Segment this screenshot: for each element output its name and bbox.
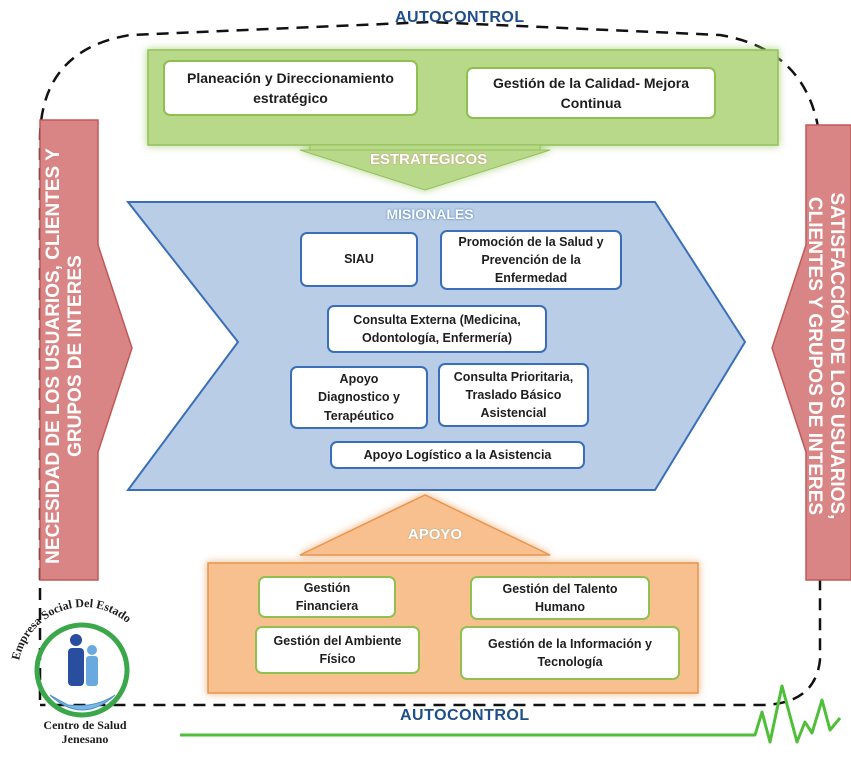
support-arrow [299, 494, 551, 556]
support-item-ambiente-fisico: Gestión del Ambiente Físico [255, 626, 420, 674]
heartbeat-line [180, 684, 842, 744]
support-item-talento-humano: Gestión del Talento Humano [470, 576, 650, 620]
support-label: APOYO [407, 526, 463, 543]
missional-label: MISIONALES [386, 206, 474, 222]
right-arrow-text: SATISFACCIÓN DE LOS USUARIOS, CLIENTES Y… [804, 192, 847, 520]
missional-item-promocion: Promoción de la Salud y Prevención de la… [440, 230, 622, 290]
logo-graphic [34, 622, 130, 718]
autocontrol-top-label: AUTOCONTROL [395, 9, 525, 26]
missional-item-consulta-prioritaria: Consulta Prioritaria, Traslado Básico As… [438, 363, 589, 427]
strategic-label: ESTRATEGICOS [370, 151, 488, 168]
missional-item-apoyo-logistico: Apoyo Logístico a la Asistencia [330, 441, 585, 469]
missional-item-siau: SIAU [300, 232, 418, 287]
left-arrow-text: NECESIDAD DE LOS USUARIOS, CLIENTES Y GR… [43, 148, 86, 564]
missional-item-apoyo-diagnostico: Apoyo Diagnostico y Terapéutico [290, 366, 428, 429]
svg-text:Empresa Social Del Estado: Empresa Social Del Estado [8, 596, 134, 662]
strategic-item-calidad: Gestión de la Calidad- Mejora Continua [466, 67, 716, 119]
logo-name: Centro de Salud Jenesano [43, 718, 127, 747]
autocontrol-bottom-label: AUTOCONTROL [400, 707, 530, 725]
strategic-item-planeacion: Planeación y Direccionamiento estratégic… [163, 60, 418, 116]
right-satisfaction-arrow [771, 124, 851, 581]
left-need-arrow [39, 119, 133, 581]
support-item-informacion: Gestión de la Información y Tecnología [460, 626, 680, 680]
missional-item-consulta-externa: Consulta Externa (Medicina, Odontología,… [327, 305, 547, 353]
support-item-financiera: Gestión Financiera [258, 576, 396, 618]
logo-arc-text: Empresa Social Del Estado [8, 596, 134, 662]
strategic-arrow [299, 144, 551, 191]
